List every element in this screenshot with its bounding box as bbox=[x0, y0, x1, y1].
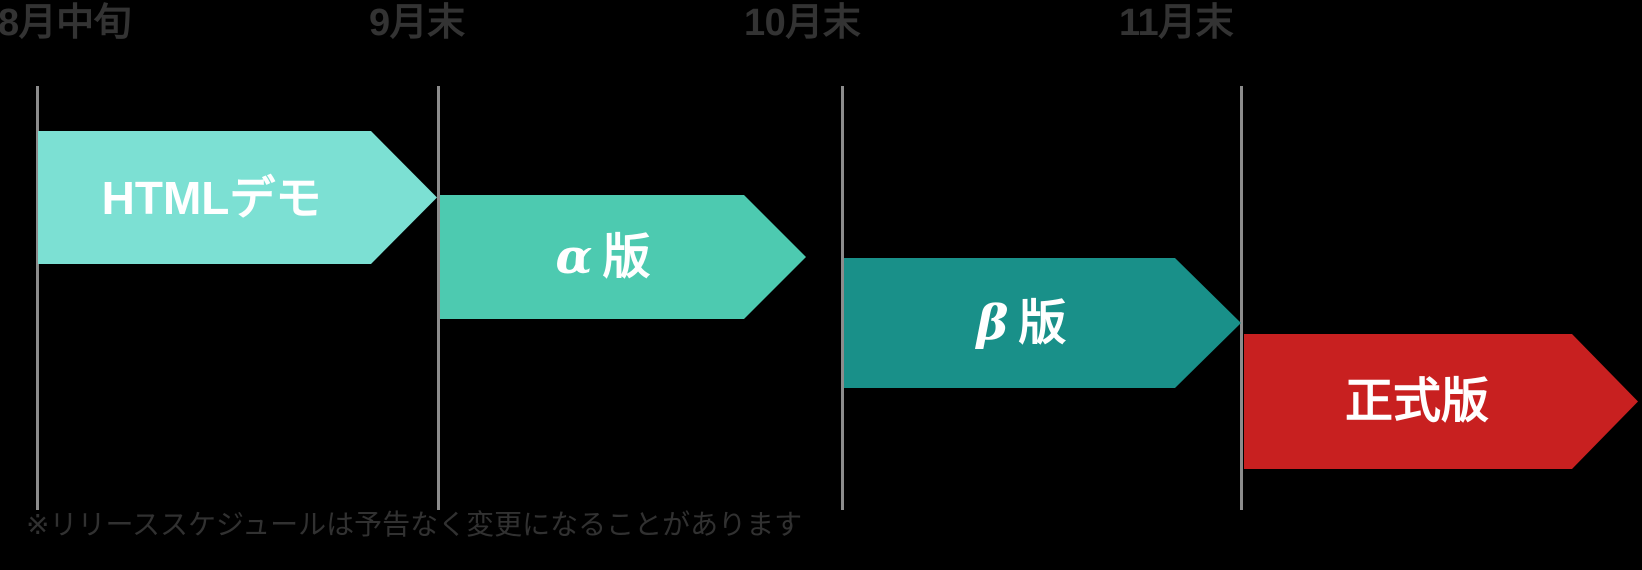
milestone-label-september-end: 9月末 bbox=[369, 2, 465, 44]
milestone-gridline-3 bbox=[841, 86, 844, 510]
alpha-glyph: α bbox=[555, 228, 593, 285]
milestone-label-october-end: 10月末 bbox=[744, 2, 861, 44]
milestone-gridline-4 bbox=[1240, 86, 1243, 510]
milestone-label-august-mid: 8月中旬 bbox=[0, 2, 132, 44]
milestone-gridline-1 bbox=[36, 86, 39, 510]
phase-bar-html-demo[interactable]: HTMLデモ bbox=[38, 131, 437, 264]
beta-suffix: 版 bbox=[1018, 296, 1067, 350]
milestone-gridline-2 bbox=[437, 86, 440, 510]
alpha-suffix: 版 bbox=[602, 230, 651, 284]
schedule-disclaimer-footnote: ※リリーススケジュールは予告なく変更になることがあります bbox=[26, 509, 803, 540]
phase-bar-official[interactable]: 正式版 bbox=[1244, 334, 1638, 469]
phase-label-html-demo: HTMLデモ bbox=[101, 171, 322, 224]
phase-label-official: 正式版 bbox=[1344, 374, 1489, 428]
beta-glyph: β bbox=[976, 294, 1009, 351]
milestone-label-november-end: 11月末 bbox=[1119, 2, 1234, 44]
